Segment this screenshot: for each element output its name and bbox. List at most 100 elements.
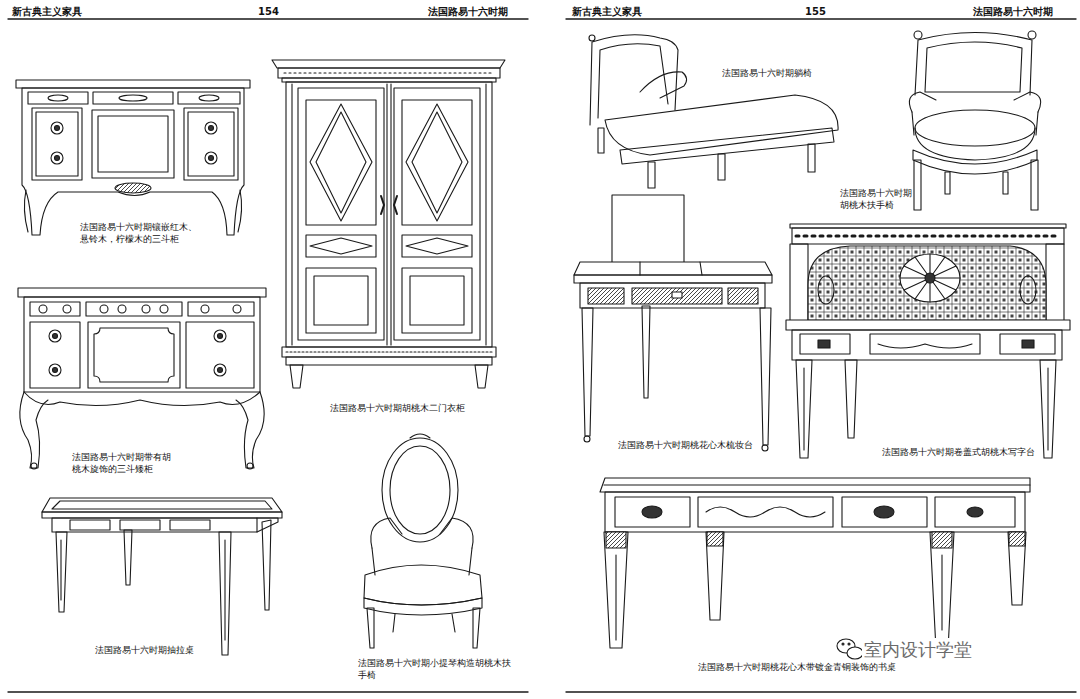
dressing-table-drawing: [632, 288, 722, 304]
low-commode-drawing: [186, 322, 254, 388]
watermark-icon: [848, 643, 850, 645]
caption: 法国路易十六时期镶嵌红木、 悬铃木，柠檬木的三斗柜: [80, 222, 205, 245]
armchair-drawing: [912, 112, 914, 135]
chaise-drawing: [605, 95, 838, 155]
roll-top-desk-drawing: [792, 228, 1064, 244]
writing-desk-drawing: [1008, 532, 1026, 605]
chaise-drawing: [640, 72, 687, 98]
armchair-drawing: [452, 614, 455, 632]
armchair-drawing: [393, 614, 395, 632]
low-commode-drawing: [218, 368, 223, 373]
chaise-drawing: [589, 35, 838, 188]
table-drawing: [60, 540, 61, 600]
writing-desk-drawing: [698, 497, 833, 527]
low-commode-drawing: [88, 322, 180, 388]
low-commode-drawing: [160, 305, 168, 313]
low-commode-drawing: [233, 305, 241, 313]
writing-desk-drawing: [706, 507, 825, 517]
writing-desk-drawing: [706, 532, 724, 620]
wardrobe-drawing: [286, 357, 492, 365]
dressing-table-drawing: [760, 308, 771, 445]
commode-drawing: [36, 112, 78, 176]
wardrobe-drawing: [272, 60, 505, 68]
low-commode-drawing: [49, 330, 61, 342]
writing-desk-drawing: [930, 532, 954, 650]
wardrobe-drawing: [282, 347, 496, 357]
dressing-table-drawing: [639, 262, 640, 275]
page-header: 新古典主义家具: [12, 5, 152, 18]
dressing-table-drawing: [580, 283, 765, 308]
armchair-drawing: [915, 33, 1032, 96]
roll-top-desk-drawing: [786, 224, 1070, 458]
armchair-drawing: [390, 446, 450, 534]
writing-desk-drawing: [1009, 532, 1025, 546]
roll-top-desk-drawing: [796, 235, 1060, 238]
low-commode-drawing: [236, 392, 264, 468]
commode-drawing: [209, 156, 214, 161]
dressing-table-drawing: [574, 275, 772, 283]
armchair-drawing: [469, 548, 472, 575]
wardrobe-drawing: [316, 112, 366, 213]
low-commode-drawing: [214, 330, 226, 342]
table-drawing: [42, 512, 282, 518]
wardrobe-drawing: [410, 276, 464, 325]
wardrobe-drawing: [381, 196, 384, 214]
table-drawing: [257, 518, 278, 532]
low-commode-drawing: [53, 334, 58, 339]
table-drawing: [56, 532, 67, 612]
page-rule: [566, 18, 1076, 19]
table-drawing: [70, 520, 110, 530]
commode-drawing: [98, 116, 168, 172]
roll-top-desk-drawing: [818, 340, 830, 348]
wardrobe-drawing: [314, 276, 368, 325]
low-commode-drawing: [188, 302, 254, 316]
wardrobe-drawing: [284, 72, 494, 73]
writing-desk-drawing: [941, 555, 942, 630]
dressing-table-drawing: [612, 195, 684, 265]
wardrobe-drawing: [485, 84, 486, 345]
roll-top-desk-drawing: [803, 368, 804, 450]
commode-drawing: [209, 126, 214, 131]
low-commode-drawing: [63, 305, 71, 313]
roll-top-desk-drawing: [786, 320, 1070, 330]
wardrobe-drawing: [306, 268, 376, 333]
page-number: 154: [258, 5, 298, 18]
wardrobe-drawing: [386, 84, 387, 345]
roll-top-desk-drawing: [878, 344, 972, 348]
commode-drawing: [199, 95, 219, 101]
writing-desk-drawing: [604, 484, 1030, 485]
roll-top-desk-drawing: [1047, 368, 1048, 450]
armchair-drawing: [909, 92, 936, 112]
caption: 法国路易十六时期带有胡 桃木旋饰的三斗矮柜: [72, 452, 182, 475]
armchair-drawing: [1036, 112, 1038, 135]
dressing-table-drawing: [574, 195, 772, 451]
chaise-drawing: [590, 35, 678, 125]
dressing-table-drawing: [642, 306, 650, 398]
wardrobe-drawing: [394, 196, 397, 214]
chaise-drawing: [718, 154, 725, 180]
roll-top-desk-drawing: [845, 360, 857, 438]
commode-drawing: [184, 108, 238, 180]
page-header: 法国路易十六时期: [973, 5, 1073, 18]
caption: 法国路易十六时期 胡桃木扶手椅: [840, 188, 914, 211]
roll-top-desk-drawing: [808, 246, 1046, 322]
page-header: 新古典主义家具: [572, 5, 712, 18]
roll-top-desk-drawing: [925, 273, 935, 283]
writing-desk-drawing: [615, 497, 690, 527]
low-commode-drawing: [20, 392, 48, 468]
wardrobe-drawing: [402, 100, 472, 225]
commode-drawing: [178, 92, 240, 104]
roll-top-desk-drawing: [1046, 244, 1064, 322]
low-commode-drawing: [201, 305, 209, 313]
low-commode-drawing: [49, 364, 61, 376]
caption: 法国路易十六时期卷盖式胡桃木写字台: [882, 447, 1040, 459]
low-commode-drawing: [30, 322, 80, 388]
writing-desk-drawing: [604, 532, 628, 648]
chaise-drawing: [598, 128, 604, 153]
armchair-drawing: [1003, 172, 1008, 194]
wardrobe-drawing: [310, 238, 372, 254]
commode-drawing: [93, 92, 173, 104]
commode-drawing: [48, 95, 68, 101]
roll-top-desk-drawing: [900, 254, 960, 302]
armchair-drawing: [364, 598, 482, 615]
